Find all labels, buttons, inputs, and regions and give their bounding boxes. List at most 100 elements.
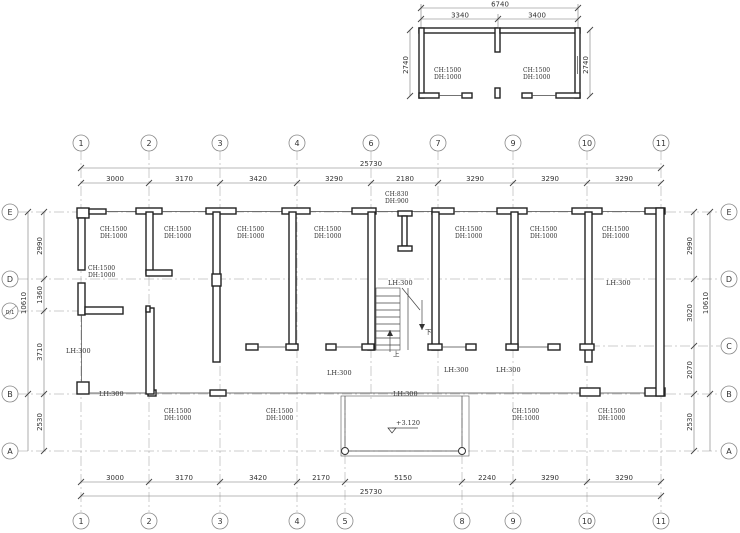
inset-dim-2: 3400 <box>528 12 546 20</box>
walls <box>76 207 666 457</box>
window-label-bottom-2b: DH:1000 <box>266 415 294 422</box>
top-dim-2: 3170 <box>175 175 193 183</box>
bottom-dim-6: 2240 <box>478 474 496 482</box>
axis-bubble-bottom-5: 5 <box>336 512 354 530</box>
svg-text:2: 2 <box>146 139 151 148</box>
axis-bubble-right-B: B <box>720 385 738 403</box>
svg-text:D: D <box>7 275 13 284</box>
svg-text:10: 10 <box>582 139 592 148</box>
top-dim-4: 3290 <box>325 175 343 183</box>
axis-bubble-right-C: C <box>720 337 738 355</box>
top-dim-5: 2180 <box>396 175 414 183</box>
axis-bubble-bottom-10: 10 <box>578 512 596 530</box>
window-label-top-7a: CH:1500 <box>602 226 629 233</box>
axis-bubble-top-6: 6 <box>362 134 380 152</box>
window-label-top-6a: CH:1500 <box>530 226 557 233</box>
right-dim-4: 2530 <box>686 413 694 431</box>
window-label-bottom-3b: DH:1000 <box>512 415 540 422</box>
inset-window-label-1b: DH:1000 <box>434 74 462 81</box>
svg-text:6: 6 <box>368 139 373 148</box>
svg-text:1: 1 <box>78 139 83 148</box>
bottom-dim-4: 2170 <box>312 474 330 482</box>
svg-text:10: 10 <box>582 517 592 526</box>
svg-text:C: C <box>726 342 732 351</box>
lh-label-bottom-left: LH:300 <box>99 390 124 398</box>
window-label-bottom-4a: CH:1500 <box>598 408 625 415</box>
svg-text:8: 8 <box>459 517 464 526</box>
axis-bubble-top-3: 3 <box>211 134 229 152</box>
svg-text:B: B <box>726 390 732 399</box>
inset-dim-1: 3340 <box>451 12 469 20</box>
window-label-top-2b: DH:1000 <box>164 233 192 240</box>
window-label-top-2a: CH:1500 <box>164 226 191 233</box>
svg-text:9: 9 <box>510 517 515 526</box>
stair-down-label: 下 <box>425 328 432 336</box>
axis-bubble-right-D: D <box>720 270 738 288</box>
inset-window-label-2b: DH:1000 <box>523 74 551 81</box>
elevation-label: +3.120 <box>396 419 420 427</box>
right-axis-bubbles: E D C B A <box>720 203 738 460</box>
axis-bubble-bottom-11: 11 <box>652 512 670 530</box>
axis-bubble-left-D1: D/1 <box>1 302 19 320</box>
svg-text:7: 7 <box>435 139 440 148</box>
bottom-axis-bubbles: 1 2 3 4 5 8 9 10 11 <box>72 512 670 530</box>
bottom-dim-3: 3420 <box>249 474 267 482</box>
axis-bubble-top-9: 9 <box>504 134 522 152</box>
left-dim-2: 1360 <box>36 286 44 304</box>
window-label-left-a: CH:1500 <box>88 265 115 272</box>
axis-bubble-top-1: 1 <box>72 134 90 152</box>
svg-text:E: E <box>726 208 731 217</box>
top-dim-7: 3290 <box>541 175 559 183</box>
left-dim-4: 2530 <box>36 413 44 431</box>
svg-text:A: A <box>726 447 732 456</box>
lh-label-mid-4: LH:300 <box>496 366 521 374</box>
right-dim-3: 2070 <box>686 361 694 379</box>
window-label-top-4a: CH:1500 <box>314 226 341 233</box>
svg-text:5: 5 <box>342 517 347 526</box>
axis-bubble-right-E: E <box>720 203 738 221</box>
window-label-bottom-1b: DH:1000 <box>164 415 192 422</box>
window-label-top-7b: DH:1000 <box>602 233 630 240</box>
inset-window-label-2a: CH:1500 <box>523 67 550 74</box>
svg-text:B: B <box>7 390 13 399</box>
lh-label-left: LH:300 <box>66 347 91 355</box>
top-axis-bubbles: 1 2 3 4 6 7 9 10 11 <box>72 134 670 152</box>
left-axis-bubbles: E D D/1 B A <box>1 203 19 460</box>
left-total-dim: 10610 <box>20 292 28 314</box>
axis-bubble-top-2: 2 <box>140 134 158 152</box>
window-label-stair-b: DH:900 <box>385 198 409 205</box>
left-dim-1: 2990 <box>36 237 44 255</box>
svg-text:2: 2 <box>146 517 151 526</box>
top-dim-3: 3420 <box>249 175 267 183</box>
lh-label-mid-2: LH:300 <box>393 390 418 398</box>
bottom-dim-1: 3000 <box>106 474 124 482</box>
window-label-top-4b: DH:1000 <box>314 233 342 240</box>
top-total-dim: 25730 <box>360 160 382 168</box>
axis-bubble-bottom-9: 9 <box>504 512 522 530</box>
svg-text:11: 11 <box>656 517 666 526</box>
axis-bubble-bottom-1: 1 <box>72 512 90 530</box>
svg-text:11: 11 <box>656 139 666 148</box>
bottom-dimensions: 3000 3170 3420 2170 5150 2240 3290 3290 … <box>77 474 665 500</box>
bottom-dim-5: 5150 <box>394 474 412 482</box>
svg-text:D/1: D/1 <box>6 310 15 316</box>
svg-text:4: 4 <box>294 517 299 526</box>
inset-plan: 6740 3340 3400 2740 2740 CH:1500 DH:1000… <box>402 1 594 100</box>
bottom-dim-7: 3290 <box>541 474 559 482</box>
inset-left-dim: 2740 <box>402 56 410 74</box>
bottom-dim-8: 3290 <box>615 474 633 482</box>
right-dimensions: 2990 3020 2070 2530 10610 <box>686 208 714 455</box>
inset-window-label-1a: CH:1500 <box>434 67 461 74</box>
svg-text:A: A <box>7 447 13 456</box>
entrance-portico <box>340 395 470 457</box>
lh-label-right: LH:300 <box>606 279 631 287</box>
window-label-top-6b: DH:1000 <box>530 233 558 240</box>
window-label-top-1a: CH:1500 <box>100 226 127 233</box>
axis-bubble-bottom-2: 2 <box>140 512 158 530</box>
top-dim-8: 3290 <box>615 175 633 183</box>
lh-label-mid-3: LH:300 <box>444 366 469 374</box>
svg-text:1: 1 <box>78 517 83 526</box>
axis-bubble-top-10: 10 <box>578 134 596 152</box>
axis-bubble-left-B: B <box>1 385 19 403</box>
